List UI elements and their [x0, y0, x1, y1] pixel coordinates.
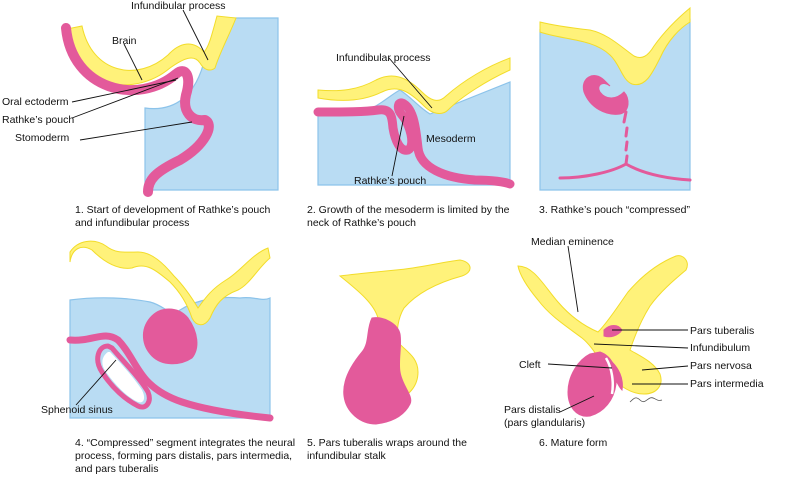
label-pars-distalis: Pars distalis	[504, 404, 561, 416]
label-pars-intermedia: Pars intermedia	[690, 378, 764, 390]
label-pars-tuberalis: Pars tuberalis	[690, 325, 754, 337]
label-brain: Brain	[112, 35, 137, 47]
panel-5-pouch	[343, 317, 412, 425]
panel-6-illustration	[517, 255, 688, 417]
label-infundibular-process-1: Infundibular process	[131, 0, 226, 12]
label-cleft: Cleft	[519, 359, 541, 371]
panel-1-illustration	[61, 15, 279, 197]
label-rathkes-pouch-2: Rathke’s pouch	[354, 175, 426, 187]
panel-1-oral-ectoderm	[61, 23, 214, 197]
panel-2-illustration	[313, 57, 515, 189]
panel-2-pouch	[313, 98, 515, 189]
panel-3-illustration	[539, 6, 692, 191]
label-pars-nervosa: Pars nervosa	[690, 360, 752, 372]
label-infundibular-process-2: Infundibular process	[336, 52, 431, 64]
caption-panel-5: 5. Pars tuberalis wraps around the infun…	[307, 437, 467, 462]
label-rathkes-pouch-1: Rathke’s pouch	[2, 114, 74, 126]
label-sphenoid-sinus: Sphenoid sinus	[41, 404, 113, 416]
panel-5-illustration	[338, 259, 471, 425]
panel-4-illustration	[66, 240, 274, 422]
panel-3-pouch-lower	[558, 110, 692, 182]
leader-lines	[71, 9, 689, 413]
caption-panel-3: 3. Rathke’s pouch “compressed”	[539, 204, 690, 216]
label-mesoderm: Mesoderm	[426, 133, 476, 145]
panel-4-pouch-core	[143, 308, 198, 365]
panel-1-brain	[61, 15, 237, 86]
panel-6-cleft	[604, 357, 614, 395]
labels: Infundibular process Brain Oral ectoderm…	[2, 0, 764, 429]
panel-6-pars-intermedia	[611, 360, 623, 392]
panel-3-neural	[539, 6, 691, 86]
panel-4-outer-ectoderm	[66, 332, 274, 422]
panel-6-artist-signature	[629, 397, 663, 403]
label-infundibulum: Infundibulum	[690, 342, 750, 354]
caption-panel-4: 4. “Compressed” segment integrates the n…	[75, 437, 296, 475]
panel-2-neural	[317, 57, 511, 114]
label-oral-ectoderm: Oral ectoderm	[2, 96, 69, 108]
caption-panel-1: 1. Start of development of Rathke’s pouc…	[75, 204, 271, 229]
label-pars-glandularis: (pars glandularis)	[504, 417, 585, 429]
panel-4-neural	[69, 240, 271, 326]
panel-4-sinus-gap	[102, 352, 145, 403]
caption-panel-6: 6. Mature form	[539, 437, 608, 449]
label-median-eminence: Median eminence	[531, 236, 614, 248]
label-stomoderm: Stomoderm	[15, 132, 70, 144]
panel-6-neural-stalk	[517, 255, 688, 395]
panel-3-pouch-upper	[582, 75, 629, 115]
caption-panel-2: 2. Growth of the mesoderm is limited by …	[307, 204, 510, 229]
panel-4-sinus-wall	[95, 343, 152, 410]
